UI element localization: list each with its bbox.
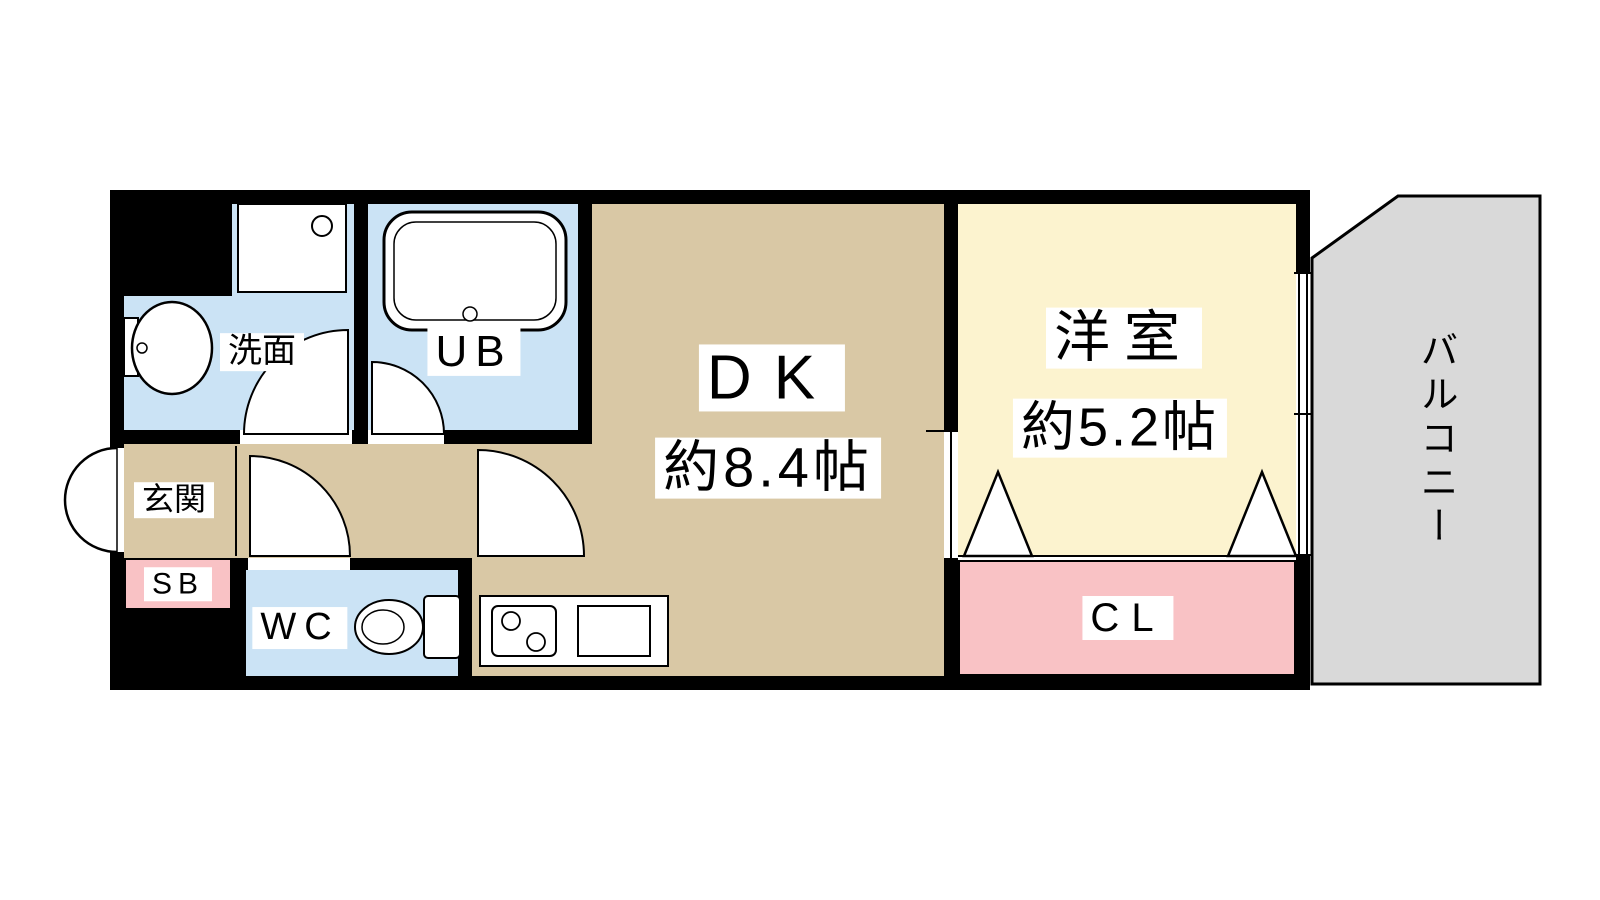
washing-machine-icon [237, 203, 347, 293]
room-western [958, 204, 1296, 556]
wall-hall-top-c [444, 430, 592, 444]
wall-block-top-left [110, 190, 232, 296]
balcony-label: バルコニー [1414, 330, 1456, 550]
western-room-size-label: 約5.2帖 [1012, 398, 1228, 458]
room-closet [958, 560, 1296, 676]
wc-door-arc [249, 454, 352, 557]
balcony-area [1310, 194, 1542, 686]
closet-folding-doors [958, 468, 1298, 558]
wall-bottom [110, 676, 1310, 690]
wall-top [110, 190, 1310, 204]
entrance-door-arc [63, 446, 118, 554]
wall-wc-right [458, 558, 472, 676]
wall-washroom-ub [354, 190, 368, 444]
closet-label: CL [1082, 596, 1174, 640]
shoe-box-label: SB [143, 567, 213, 601]
sliding-door-dk-western [926, 430, 958, 558]
western-room-label: 洋室 [1046, 307, 1202, 369]
toilet-label: WC [252, 607, 348, 649]
wall-wc-left [232, 558, 246, 676]
bathtub-icon [382, 210, 568, 332]
dk-door-arc [477, 448, 586, 557]
dk-size-label: 約8.4帖 [655, 437, 881, 499]
wall-dk-closet [944, 558, 958, 690]
wall-ub-dk [578, 190, 592, 444]
unit-bath-label: UB [427, 327, 521, 377]
wall-block-bottom-left [110, 610, 232, 690]
entrance-label: 玄関 [133, 482, 215, 518]
toilet-icon [354, 595, 461, 659]
wall-right-upper [1296, 190, 1310, 272]
kitchen-stove-icon [479, 595, 669, 667]
bath-door-arc [371, 360, 446, 435]
washbasin-icon [123, 300, 214, 396]
wall-hall-top-a [110, 430, 240, 444]
wall-right-lower [1296, 556, 1310, 690]
wall-hall-top-b [352, 430, 368, 444]
wall-wc-top-b [350, 558, 472, 570]
balcony-window [1294, 272, 1312, 556]
washroom-label: 洗面 [220, 333, 304, 371]
wall-dk-western-upper [944, 190, 958, 430]
dk-label: DK [698, 344, 846, 412]
